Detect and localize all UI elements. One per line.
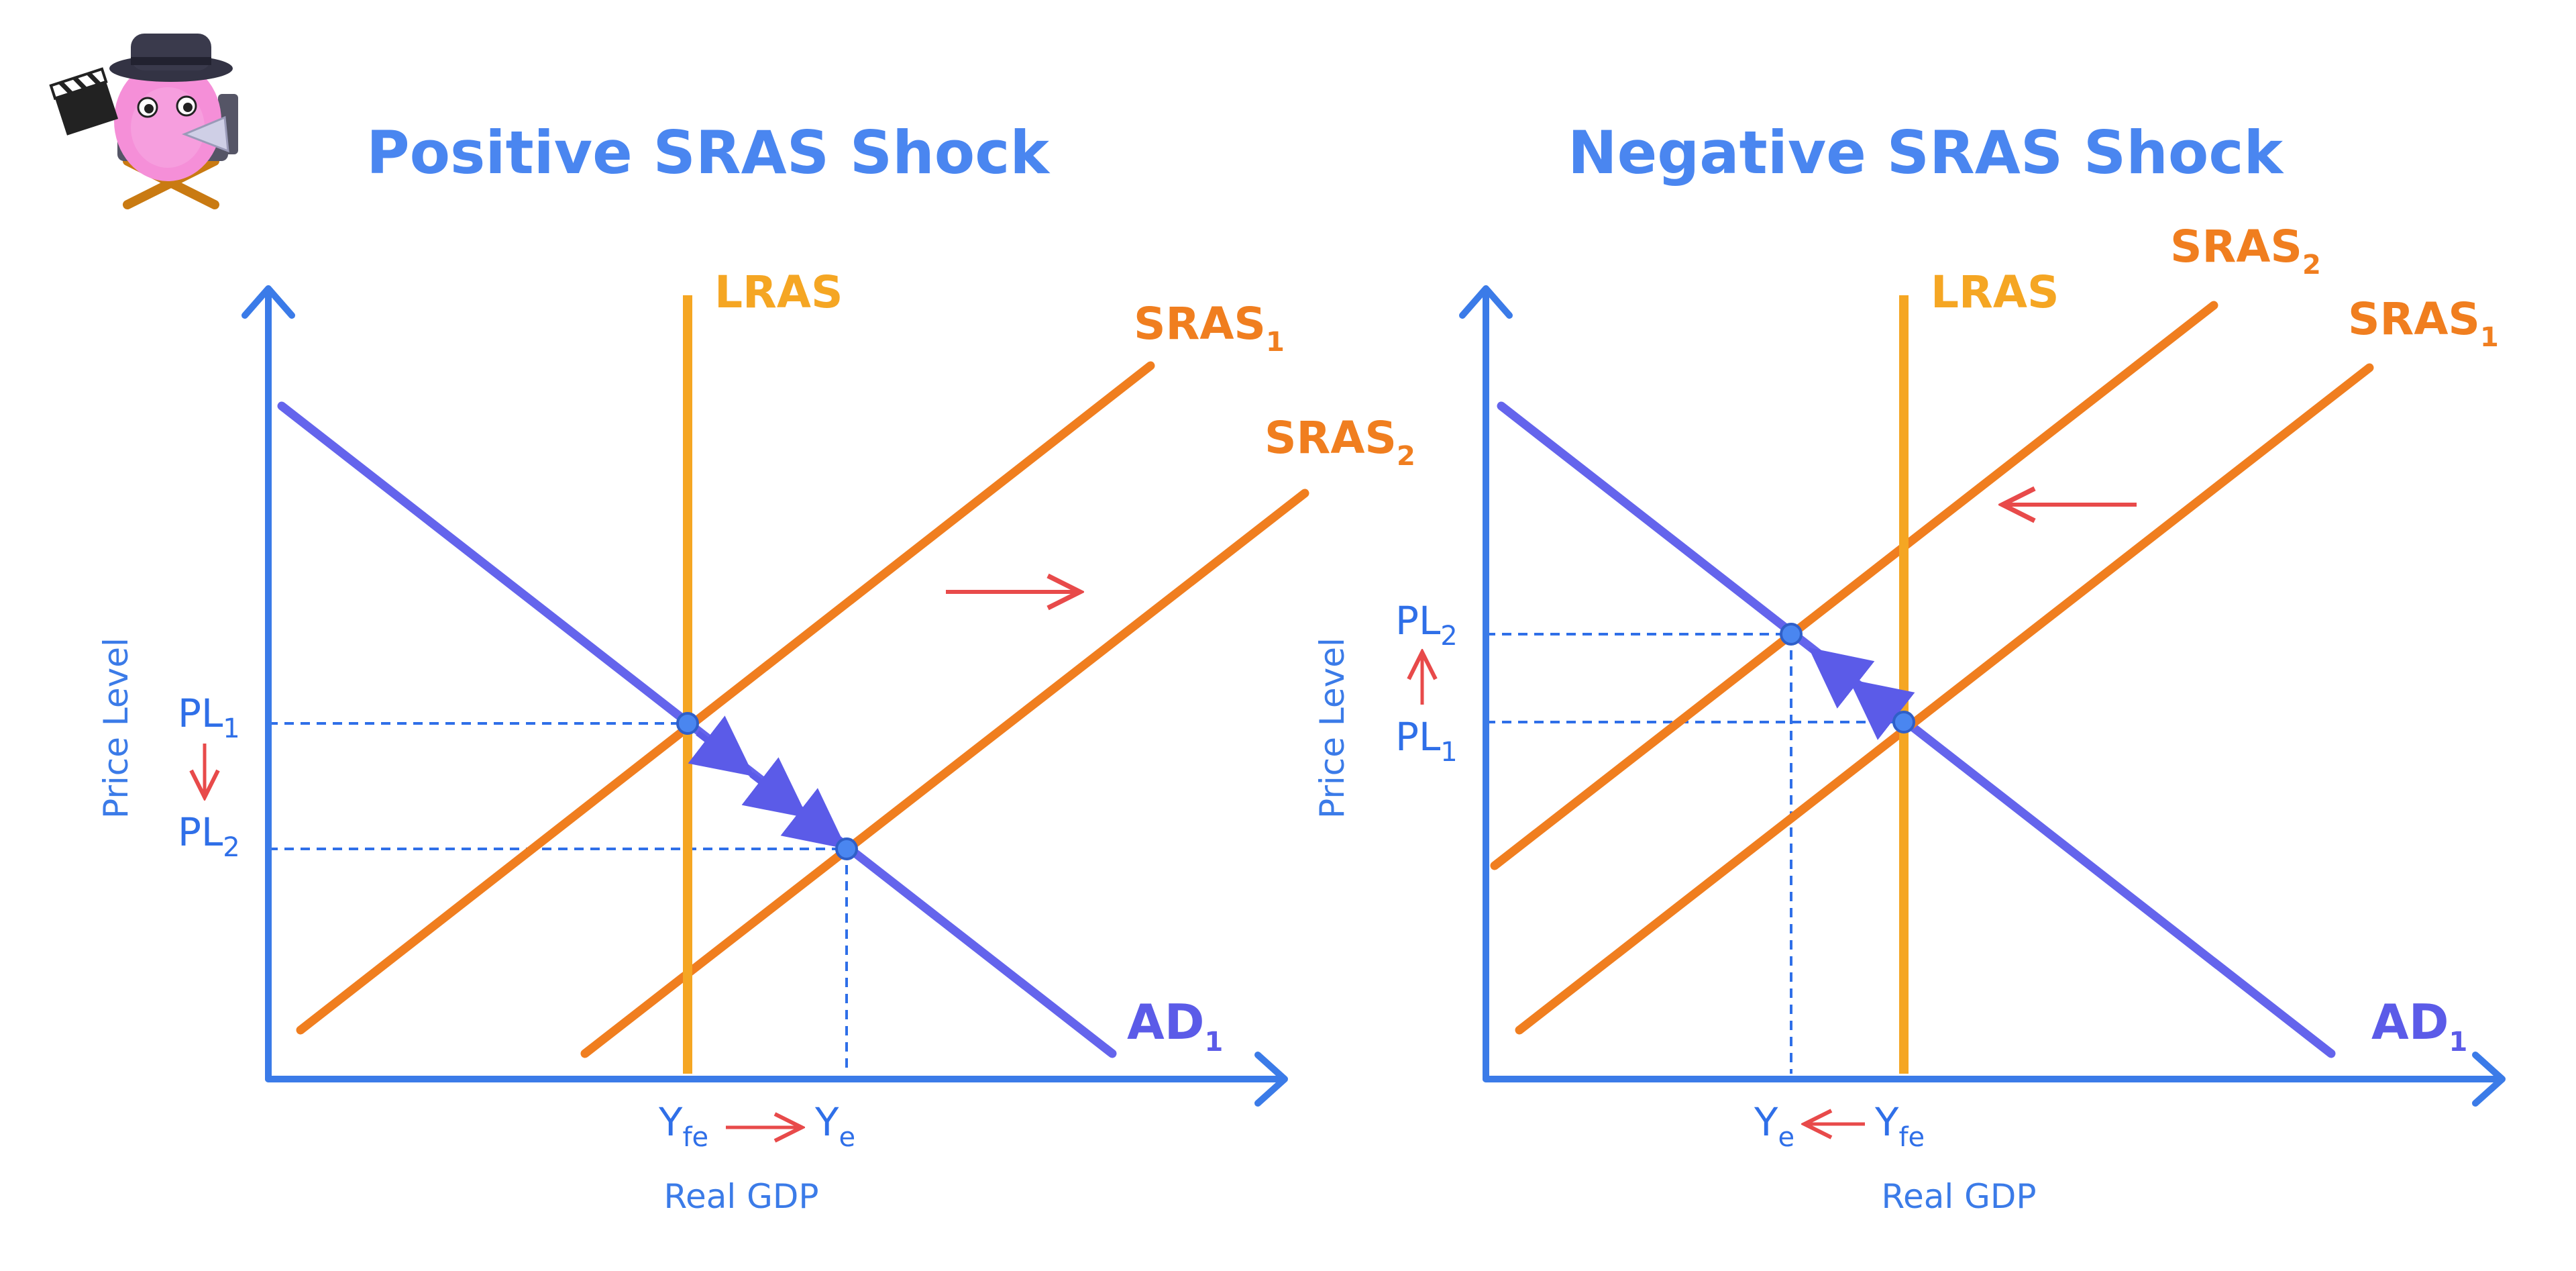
- movement-arrows: [1808, 647, 1915, 740]
- sras1-curve: [1515, 363, 2374, 1035]
- pl-top-label: PL1: [178, 691, 240, 744]
- panel-negative-sras: Negative SRAS Shock LRAS: [1313, 118, 2506, 1216]
- guide-lines: [1486, 633, 1904, 1074]
- axes: [1459, 285, 2506, 1107]
- x-axis-label: Real GDP: [663, 1177, 818, 1216]
- director-mascot-icon: [49, 34, 238, 209]
- sras1-label: SRAS1: [2348, 293, 2499, 353]
- pl-bottom-label: PL2: [178, 809, 240, 863]
- equilibrium-point-2: [1780, 623, 1803, 646]
- y-axis-label: Price Level: [97, 638, 136, 819]
- panel-title: Positive SRAS Shock: [366, 118, 1051, 187]
- x-axis-label: Real GDP: [1881, 1177, 2036, 1216]
- y-fe-label: Yfe: [1874, 1099, 1925, 1153]
- panel-title: Negative SRAS Shock: [1568, 118, 2285, 187]
- lras-label: LRAS: [1931, 266, 2059, 318]
- y-e-label: Ye: [814, 1099, 855, 1153]
- sras2-curve: [1490, 301, 2218, 870]
- movement-arrows: [688, 715, 847, 850]
- y-axis-label: Price Level: [1313, 638, 1352, 819]
- sras1-label: SRAS1: [1134, 298, 1285, 358]
- pl-bottom-label: PL1: [1395, 714, 1458, 768]
- panel-positive-sras: Positive SRAS Shock: [97, 118, 1415, 1216]
- equilibrium-point-2: [835, 837, 858, 860]
- equilibrium-point-1: [1892, 711, 1915, 733]
- guide-lines: [268, 722, 848, 1074]
- sras2-label: SRAS2: [1265, 412, 1415, 472]
- y-fe-label: Yfe: [658, 1099, 708, 1153]
- sras1-curve: [296, 361, 1155, 1035]
- sras2-label: SRAS2: [2170, 221, 2321, 281]
- axes: [241, 285, 1288, 1107]
- ad-label: AD1: [2371, 994, 2467, 1058]
- y-e-label: Ye: [1754, 1099, 1794, 1153]
- sras2-curve: [580, 489, 1309, 1058]
- ad-label: AD1: [1127, 994, 1223, 1058]
- equilibrium-point-1: [676, 712, 699, 735]
- ad-curve: [1497, 401, 2336, 1058]
- pl-top-label: PL2: [1395, 598, 1458, 652]
- lras-label: LRAS: [714, 266, 843, 318]
